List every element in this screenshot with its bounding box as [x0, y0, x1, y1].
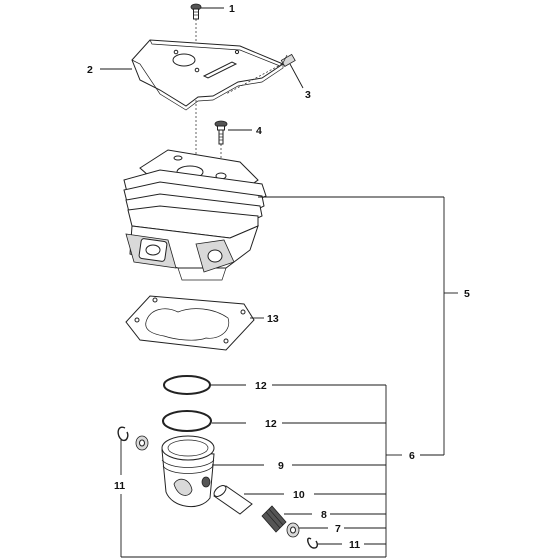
- part-7-washer: [286, 522, 300, 538]
- part-9-piston: [161, 435, 215, 507]
- callout-5: 5: [464, 288, 470, 300]
- part-11-circlip-right: [307, 537, 319, 549]
- part-washer-left: [135, 435, 149, 451]
- guide-line-3: [225, 63, 283, 95]
- callout-7: 7: [335, 523, 341, 535]
- callout-11-right: 11: [349, 539, 360, 551]
- callout-9: 9: [278, 460, 284, 472]
- callout-2: 2: [87, 64, 93, 76]
- callout-4: 4: [256, 125, 262, 137]
- part-12-piston-ring-top: [163, 375, 211, 395]
- part-3-sleeve: [280, 53, 296, 68]
- callout-3: 3: [305, 89, 311, 101]
- part-13-gasket: [125, 295, 255, 351]
- callout-13: 13: [267, 313, 279, 325]
- leader-line-3: [289, 63, 304, 89]
- callout-11-left: 11: [114, 480, 125, 492]
- part-10-piston-pin: [213, 485, 253, 515]
- part-1-screw: [190, 3, 202, 20]
- callout-12-top: 12: [255, 380, 267, 392]
- part-5-cylinder: [123, 149, 267, 281]
- part-8-needle-bearing: [261, 505, 287, 533]
- callout-10: 10: [293, 489, 305, 501]
- part-12-piston-ring-bottom: [162, 410, 212, 432]
- part-4-bolt: [214, 120, 228, 145]
- part-11-circlip-left: [117, 426, 129, 442]
- callout-1: 1: [229, 3, 235, 15]
- part-2-heat-shield: [131, 39, 285, 111]
- callout-6: 6: [409, 450, 415, 462]
- callout-8: 8: [321, 509, 327, 521]
- callout-12-bottom: 12: [265, 418, 277, 430]
